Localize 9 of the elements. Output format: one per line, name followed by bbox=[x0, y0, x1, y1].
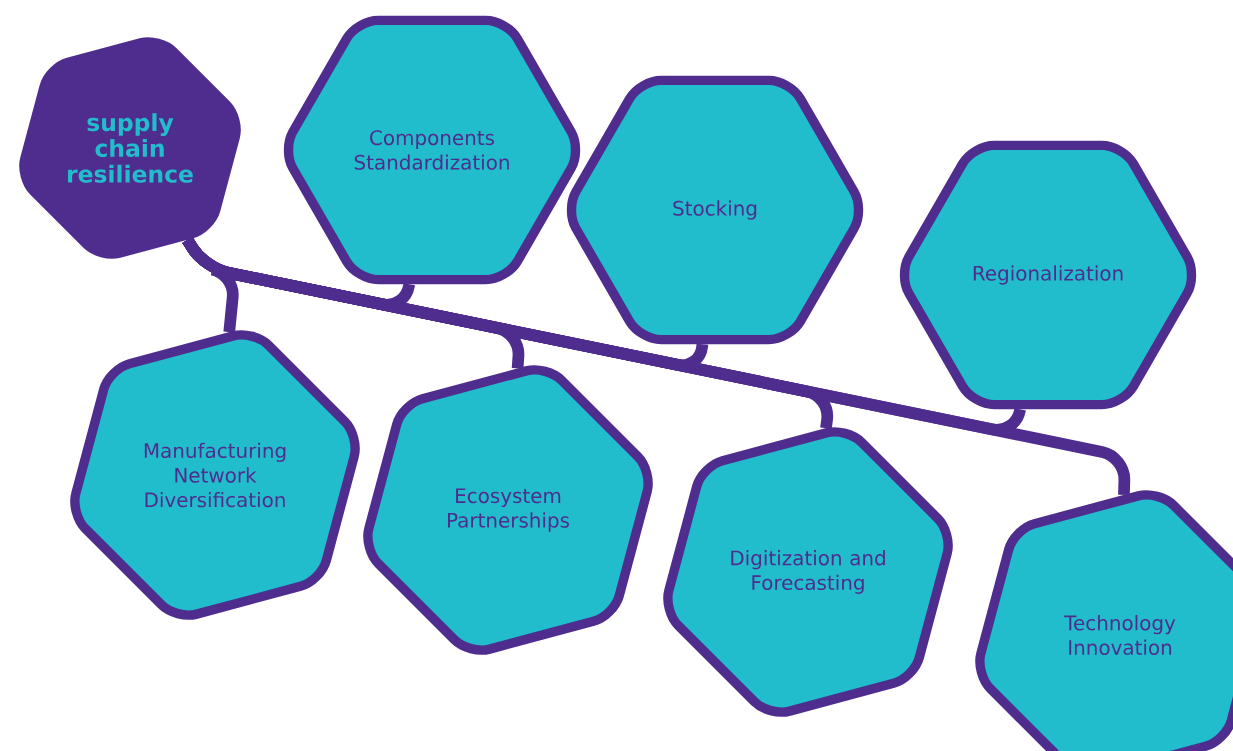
topic-hexagon: Technology Innovation bbox=[975, 490, 1233, 751]
topic-hexagon: Stocking bbox=[566, 75, 864, 345]
root-hexagon: supply chain resilience bbox=[19, 37, 241, 259]
topic-hexagon: Digitization and Forecasting bbox=[663, 427, 953, 717]
topic-hexagon: Manufacturing Network Diversification bbox=[70, 330, 360, 620]
topic-hexagon: Components Standardization bbox=[283, 15, 581, 285]
topic-hexagon: Regionalization bbox=[899, 140, 1197, 410]
branch-connector bbox=[182, 236, 1131, 496]
topic-hexagon: Ecosystem Partnerships bbox=[363, 365, 653, 655]
